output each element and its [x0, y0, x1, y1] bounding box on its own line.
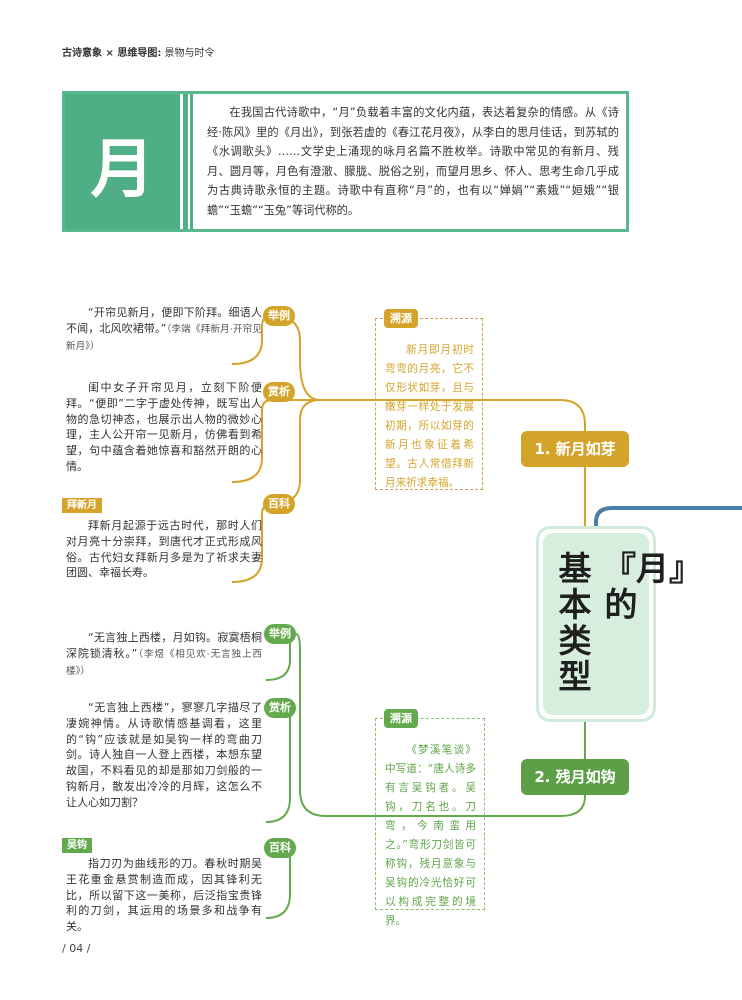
- branch1-example-cite: （李端《拜新月·开帘见新月》）: [66, 323, 262, 352]
- branch2-wiki-label: 吴钩: [62, 838, 92, 853]
- intro-text: 在我国古代诗歌中，“月”负载着丰富的文化内蕴，表达着复杂的情感。从《诗经·陈风》…: [207, 106, 619, 217]
- divider-bar-thin: [190, 94, 193, 229]
- branch1-example-quote: “开帘见新月，便即下阶拜。细语人不闻，北风吹裙带。”: [66, 306, 262, 335]
- series-title: 古诗意象 × 思维导图:: [62, 48, 162, 59]
- branch1-wiki-label: 拜新月: [62, 498, 102, 513]
- series-subtitle: 景物与时令: [164, 48, 215, 59]
- page-header: 古诗意象 × 思维导图: 景物与时令: [62, 44, 215, 59]
- branch2-node: 2. 残月如钩: [521, 759, 629, 795]
- page-number: / 04 /: [62, 942, 91, 955]
- branch2-example-cite: （李煜《相见欢·无言独上西楼》）: [66, 648, 263, 677]
- divider-bar: [183, 94, 188, 229]
- center-title-right: 『月』的: [601, 549, 702, 624]
- branch2-wiki-text: 指刀刃为曲线形的刀。春秋时期吴王花重金悬赏制造而成，因其锋利无比，所以留下这一美…: [66, 857, 262, 934]
- center-title-right-text: 『月』的: [603, 549, 702, 624]
- center-title-left: 基本类型: [555, 551, 595, 695]
- branch2-source-tag: 溯源: [384, 709, 418, 728]
- intro-box: 月 在我国古代诗歌中，“月”负载着丰富的文化内蕴，表达着复杂的情感。从《诗经·陈…: [62, 91, 629, 232]
- branch1-example-tag: 举例: [263, 306, 295, 326]
- branch1-analysis-tag: 赏析: [263, 382, 295, 402]
- title-char: 月: [90, 132, 155, 207]
- branch1-wiki-tag: 百科: [263, 494, 295, 514]
- center-title-left-text: 基本类型: [558, 549, 592, 696]
- branch1-source-box: 溯源 新月即月初时弯弯的月亮，它不仅形状如芽，且与嫩芽一样处于发展初期，所以如芽…: [375, 309, 483, 490]
- branch2-wiki-tag: 百科: [264, 838, 296, 858]
- branch2-analysis-tag: 赏析: [264, 698, 296, 718]
- branch1-source-tag: 溯源: [384, 309, 418, 328]
- branch1-node: 1. 新月如芽: [521, 431, 629, 467]
- branch2-analysis-text: “无言独上西楼”，寥寥几字描尽了凄婉神情。从诗歌情感基调看，这里的“钩”应该就是…: [66, 701, 262, 809]
- branch2-example-tag: 举例: [264, 624, 296, 644]
- branch1-example-text: “开帘见新月，便即下阶拜。细语人不闻，北风吹裙带。”（李端《拜新月·开帘见新月》…: [66, 305, 262, 354]
- branch1-analysis-text: 闺中女子开帘见月，立刻下阶便拜。“便即”二字于虚处传神，既写出人物的急切神态，也…: [66, 381, 262, 473]
- branch1-wiki-text: 拜新月起源于远古时代，那时人们对月亮十分崇拜，到唐代才正式形成风俗。古代妇女拜新…: [66, 519, 262, 580]
- center-node: 『月』的 基本类型: [543, 533, 702, 715]
- branch2-source-text: 《梦溪笔谈》中写道：“唐人诗多有言吴钩者。吴钩，刀名也。刀弯，今南蛮用之。”弯形…: [385, 744, 476, 927]
- branch1-source-text: 新月即月初时弯弯的月亮，它不仅形状如芽，且与嫩芽一样处于发展初期，所以如芽的新月…: [385, 344, 474, 489]
- title-block: 月: [65, 94, 180, 229]
- branch2-example-quote: “无言独上西楼，月如钩。寂寞梧桐深院锁清秋。”: [66, 631, 262, 660]
- branch2-source-box: 溯源 《梦溪笔谈》中写道：“唐人诗多有言吴钩者。吴钩，刀名也。刀弯，今南蛮用之。…: [375, 709, 485, 927]
- branch2-example-text: “无言独上西楼，月如钩。寂寞梧桐深院锁清秋。”（李煜《相见欢·无言独上西楼》）: [66, 630, 262, 679]
